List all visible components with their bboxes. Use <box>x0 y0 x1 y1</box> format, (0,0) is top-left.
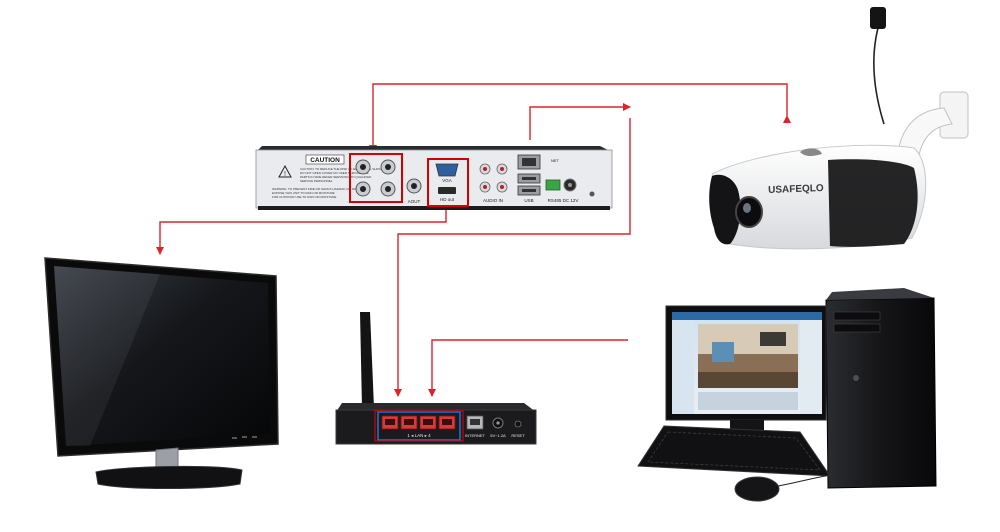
caution-text-3: PARTS IN SIDE REFER SERVICING TO QUALIFI… <box>300 175 372 179</box>
network-router: 1 ◂ LAN ▸ 4 INTERNET 5V~1.2A RESET <box>335 312 537 445</box>
bnc-highlight-box <box>349 153 403 203</box>
usb-port-2-slot <box>522 189 536 192</box>
camera-leaf-icon <box>800 148 822 156</box>
dvr-bottom-edge <box>258 206 610 210</box>
caution-text-1: CAUTION: TO REDUCE THE RISK OF ELECTRICA… <box>300 167 383 171</box>
hdmi-label: HD out <box>440 197 455 202</box>
warning-text-1: WARNING: TO PREVENT FIRE OR SHOCK HAZARD… <box>272 187 358 191</box>
lan-blue-frame <box>377 411 461 441</box>
dc-power-jack-pin <box>568 183 572 187</box>
bullet-camera: USAFEQLO <box>709 7 969 250</box>
lcd-monitor <box>44 257 279 489</box>
ground-screw <box>589 191 595 197</box>
router-power-label: 5V~1.2A <box>490 433 506 438</box>
camera-lens-glint <box>743 203 751 213</box>
connection-lines <box>156 83 791 397</box>
internet-port-socket <box>470 419 480 425</box>
camera-antenna <box>870 7 886 29</box>
caution-text-2: DO NOT OPEN COVER NO USER SERVICEABLE <box>300 171 369 175</box>
bnc-port-3-core <box>360 186 366 192</box>
vga-port <box>435 163 459 177</box>
monitor-screen <box>54 266 270 446</box>
monitor-stand-base <box>95 465 243 489</box>
camera-antenna-cable <box>872 27 885 125</box>
hdmi-port <box>438 187 456 194</box>
camera-brand-label: USAFEQLO <box>768 183 824 196</box>
caution-text-4: SERVICE PERSONNEL <box>300 179 333 183</box>
router-lan-ports: 1 ◂ LAN ▸ 4 <box>374 410 464 442</box>
lan-red-highlight-box <box>374 410 464 442</box>
monitor-screen-reflection <box>54 266 160 446</box>
pc-app-right-panel <box>800 320 822 414</box>
internet-label: INTERNET <box>465 433 486 438</box>
monitor-button-1 <box>232 437 237 439</box>
power-label: RS485 DC 12V <box>548 198 579 203</box>
lan-label: 1 ◂ LAN ▸ 4 <box>407 433 431 438</box>
aout-port-core <box>411 183 417 189</box>
monitor-button-3 <box>252 436 257 438</box>
audio-in-label: AUDIO IN <box>483 198 503 203</box>
dvr-recorder: ! CAUTION CAUTION: TO REDUCE THE RISK OF… <box>255 146 613 210</box>
router-reset-button <box>514 420 522 428</box>
warning-triangle-icon <box>278 164 292 178</box>
router-antenna <box>360 312 374 408</box>
pc-tower-drive-bay-2 <box>833 323 881 333</box>
lan-port-1-socket <box>385 419 395 425</box>
audio-in-ports: AUDIO IN <box>479 163 508 203</box>
aout-label: AOUT <box>408 199 421 204</box>
pc-app-video-picture <box>760 332 786 346</box>
camera-sun-shield-shadow <box>828 159 918 247</box>
line-dvr-net-to-camera <box>529 103 631 140</box>
router-reset-label: RESET <box>511 433 525 438</box>
audio-in-port-2-core <box>500 167 504 171</box>
pc-keyboard <box>637 425 831 477</box>
lan-port-3-socket <box>423 419 433 425</box>
pc-app-video-window <box>712 342 734 362</box>
net-label: NET <box>551 158 560 163</box>
warning-text-3: FOR OUTDOOR USE TO RAIN OR MOISTURE <box>272 195 336 199</box>
desktop-computer <box>637 288 937 502</box>
monitor-button-2 <box>242 436 247 438</box>
bnc-video-inputs <box>349 153 403 203</box>
usb-label: USB <box>524 198 533 203</box>
pc-app-sidebar <box>672 320 694 414</box>
audio-in-port-4-core <box>500 185 504 189</box>
bnc-port-4-core <box>385 186 391 192</box>
pc-tower-top <box>826 288 934 300</box>
caution-title: CAUTION <box>310 157 340 164</box>
pc-mouse-cable <box>777 475 827 487</box>
pc-app-video-floor <box>698 372 798 388</box>
audio-in-port-3-core <box>483 185 487 189</box>
lan-port-4-socket <box>442 419 452 425</box>
video-out-highlight-box <box>427 158 469 207</box>
pc-power-button <box>853 375 859 381</box>
video-output-ports: VGA HD out <box>427 158 469 207</box>
warning-text-2: EXPOSE THIS UNIT TO RAIN OR MOISTURE <box>272 191 335 195</box>
net-port-socket <box>522 158 536 166</box>
pc-mouse <box>734 476 780 502</box>
pc-keyboard-keys <box>647 431 821 471</box>
pc-app-thumbnails <box>698 392 798 410</box>
bnc-port-1-core <box>360 164 366 170</box>
line-camera-to-dvr-bnc <box>369 83 791 153</box>
line-dvr-vga-to-monitor <box>156 210 447 255</box>
warning-exclamation: ! <box>284 171 286 178</box>
vga-label: VGA <box>442 178 452 183</box>
lan-port-2-socket <box>404 419 414 425</box>
line-pc-to-router <box>428 339 628 397</box>
camera-front-ring <box>709 174 741 245</box>
pc-tower-drive-bay-1 <box>833 311 881 321</box>
rs485-terminal <box>545 179 561 191</box>
router-power-jack-pin <box>496 421 500 425</box>
line-camera-to-router <box>394 118 631 397</box>
pc-app-toolbar <box>672 312 822 320</box>
bnc-port-2-core <box>385 164 391 170</box>
usb-port-1-slot <box>522 177 536 180</box>
audio-in-port-1-core <box>483 167 487 171</box>
caution-label-box <box>305 154 345 165</box>
